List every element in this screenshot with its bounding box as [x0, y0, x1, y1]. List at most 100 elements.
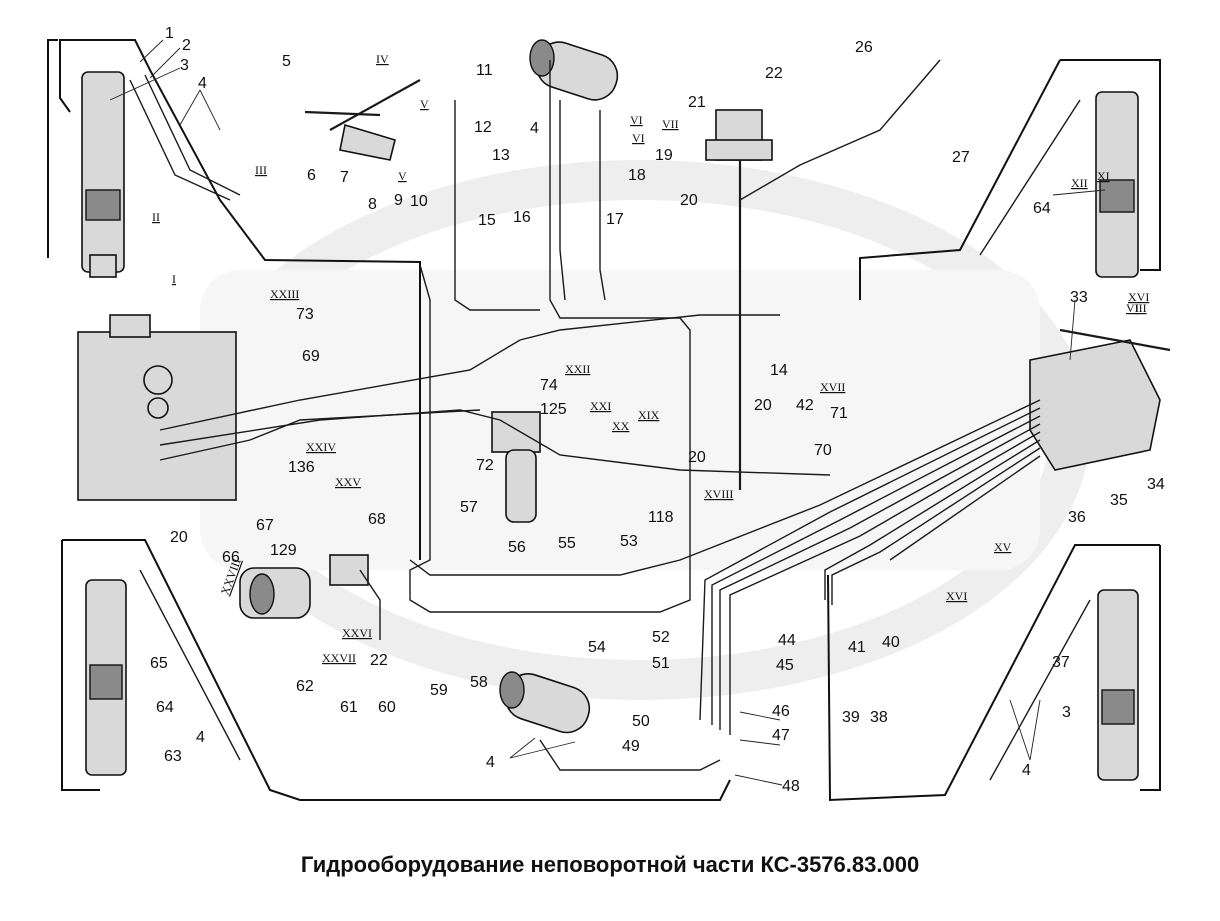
roman-XXIII: XXIII [270, 287, 299, 301]
callout-55: 55 [558, 535, 576, 552]
callout-69: 69 [302, 348, 320, 365]
roman-XXVII: XXVII [322, 651, 356, 665]
callout-3: 3 [180, 57, 189, 74]
callout-21: 21 [688, 94, 706, 111]
roman-XII: XII [1071, 176, 1088, 190]
callout-4: 4 [198, 75, 207, 92]
roman-II: II [152, 210, 160, 224]
filter-56 [491, 411, 541, 523]
callout-4c: 4 [196, 729, 205, 746]
callout-20d: 20 [688, 449, 706, 466]
callout-17: 17 [606, 211, 624, 228]
roman-III: III [255, 163, 267, 177]
leader-lines [109, 39, 1106, 786]
pump-129 [239, 554, 369, 619]
callout-1: 1 [165, 25, 174, 42]
callout-15: 15 [478, 212, 496, 229]
roman-XI: XI [1097, 169, 1110, 183]
hand-pump-21 [705, 109, 773, 490]
callout-18: 18 [628, 167, 646, 184]
callout-60: 60 [378, 699, 396, 716]
roman-XXVI: XXVI [342, 626, 372, 640]
roman-markers: I II III IV V V VI VI XI XII I XXIII XXI… [152, 52, 1149, 665]
callout-39: 39 [842, 709, 860, 726]
callout-4e: 4 [1022, 762, 1031, 779]
callout-4d: 4 [486, 754, 495, 771]
roman-XXV: XXV [335, 475, 361, 489]
callout-125: 125 [540, 401, 567, 418]
callout-5: 5 [282, 53, 291, 70]
callout-53: 53 [620, 533, 638, 550]
callout-13: 13 [492, 147, 510, 164]
callout-26: 26 [855, 39, 873, 56]
callout-49: 49 [622, 738, 640, 755]
roman-VIII: VIII [1126, 301, 1147, 315]
callout-51: 51 [652, 655, 670, 672]
callout-37: 37 [1052, 654, 1070, 671]
callout-7: 7 [340, 169, 349, 186]
roman-XXIV: XXIV [306, 440, 336, 454]
callout-33: 33 [1070, 289, 1088, 306]
callout-72: 72 [476, 457, 494, 474]
callout-34: 34 [1147, 476, 1165, 493]
callout-20a: 20 [680, 192, 698, 209]
callout-44: 44 [778, 632, 796, 649]
callout-70: 70 [814, 442, 832, 459]
bracket-left-bottom-arm [62, 539, 731, 801]
callout-45: 45 [776, 657, 794, 674]
cylinder-right-bottom [1097, 589, 1139, 781]
callout-63: 63 [164, 748, 182, 765]
bracket-right-bottom-arm [827, 544, 1160, 802]
roman-I-top: I [172, 272, 176, 286]
callout-50: 50 [632, 713, 650, 730]
roman-XVI-b: XVI [1128, 290, 1149, 304]
callout-66: 66 [222, 549, 240, 566]
callout-47: 47 [772, 727, 790, 744]
callout-48: 48 [782, 778, 800, 795]
bracket-left-top-outline [47, 39, 58, 258]
callout-118: 118 [648, 509, 674, 526]
bracket-right-top [1060, 59, 1161, 271]
pipe-lines-secondary [129, 59, 1091, 781]
roman-XXI: XXI [590, 399, 611, 413]
callout-22b: 22 [370, 652, 388, 669]
callout-11: 11 [476, 62, 493, 79]
callout-136: 136 [288, 459, 315, 476]
bracket-left-top [59, 39, 421, 560]
callout-38: 38 [870, 709, 888, 726]
roman-XIX: XIX [638, 408, 660, 422]
callout-40: 40 [882, 634, 900, 651]
callout-59: 59 [430, 682, 448, 699]
callout-71: 71 [830, 405, 848, 422]
callout-67: 67 [256, 517, 274, 534]
callout-57: 57 [460, 499, 478, 516]
callout-65: 65 [150, 655, 168, 672]
callout-12: 12 [474, 119, 492, 136]
callout-52: 52 [652, 629, 670, 646]
callout-2: 2 [182, 37, 191, 54]
roman-XVI-a: XVI [946, 589, 967, 603]
control-valve-top [304, 79, 421, 161]
cylinder-right-top [1095, 91, 1139, 278]
cylinder-left-top [81, 71, 125, 278]
callout-64b: 64 [156, 699, 174, 716]
roman-VI-a: VI [632, 131, 645, 145]
callout-10: 10 [410, 193, 428, 210]
bracket-right-top-arm [859, 59, 1061, 300]
pump-unit-bottom [499, 671, 591, 734]
callouts: 1 2 3 4 5 6 7 8 9 10 11 12 13 15 16 4 18… [150, 25, 1165, 795]
callout-14: 14 [770, 362, 788, 379]
callout-54: 54 [588, 639, 606, 656]
callout-58: 58 [470, 674, 488, 691]
callout-74: 74 [540, 377, 558, 394]
callout-36: 36 [1068, 509, 1086, 526]
callout-73: 73 [296, 306, 314, 323]
roman-XVIII: XVIII [704, 487, 733, 501]
callout-3b: 3 [1062, 704, 1071, 721]
callout-19: 19 [655, 147, 673, 164]
callout-27: 27 [952, 149, 970, 166]
callout-20c: 20 [170, 529, 188, 546]
callout-8: 8 [368, 196, 377, 213]
roman-XXII: XXII [565, 362, 590, 376]
